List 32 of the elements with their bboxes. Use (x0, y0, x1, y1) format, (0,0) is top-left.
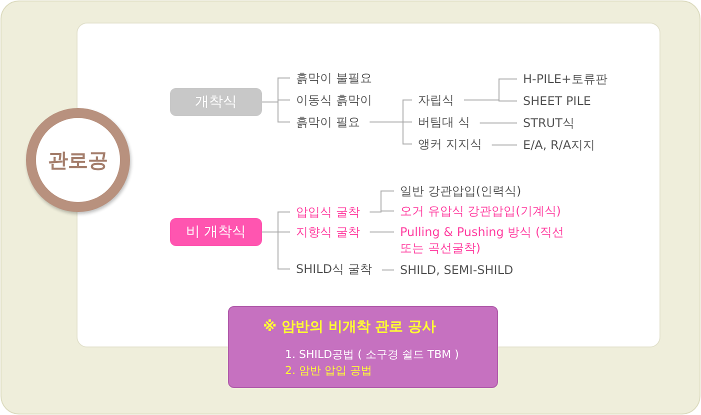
category-box (170, 88, 262, 116)
branch-label: 앵커 지지식 (416, 136, 484, 152)
note-box (228, 306, 498, 388)
branch-label: E/A, R/A지지 (521, 137, 598, 153)
connector-line (369, 122, 412, 144)
category-label: 비 개착식 (186, 223, 246, 241)
branch-label: SHEET PILE (521, 93, 593, 109)
branch-label: 오거 유압식 강관압입(기계식) (398, 203, 563, 219)
branch-label: Pulling & Pushing 방식 (직선 또는 곡선굴착) (398, 224, 568, 256)
note-item: 2. 암반 압입 공법 (285, 363, 372, 378)
branch-label: 흙막이 필요 (294, 114, 362, 130)
branch-label: 자립식 (416, 92, 456, 108)
node-label: 관로공 (48, 146, 108, 174)
branch-label: 일반 강관압입(인력식) (398, 183, 524, 199)
branch-label: 지향식 굴착 (294, 224, 362, 240)
connector-line (262, 102, 290, 122)
branch-label: STRUT식 (521, 115, 576, 131)
note-title: ※ 암반의 비개착 관로 공사 (263, 318, 436, 336)
connector-line (479, 122, 518, 124)
connector-line (369, 210, 394, 212)
branch-label: H-PILE+토류판 (521, 71, 610, 87)
branch-label: SHILD, SEMI-SHILD (398, 262, 516, 278)
category-box (170, 218, 262, 246)
branch-label: 버팀대 식 (416, 114, 472, 130)
branch-label: 흙막이 불필요 (294, 70, 374, 86)
branch-label: 압입식 굴착 (294, 204, 362, 220)
branch-label: 이동식 흙막이 (294, 92, 374, 108)
connector-line (464, 100, 518, 102)
note-item: 1. SHILD공법 ( 소구경 쉴드 TBM ) (285, 347, 459, 362)
branch-label: SHILD식 굴착 (294, 261, 374, 277)
connector-line (262, 232, 290, 270)
connector-line (491, 144, 518, 146)
